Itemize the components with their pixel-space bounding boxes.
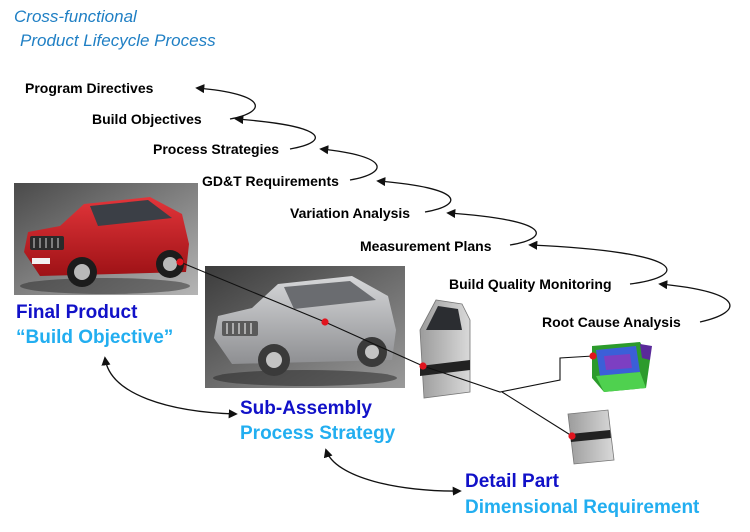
arrow-final-to-subassembly <box>101 356 238 419</box>
step-build-objectives: Build Objectives <box>92 111 202 127</box>
arrow-rootcause-to-monitoring <box>658 280 731 323</box>
scan-part-image <box>592 342 652 392</box>
final-product-image <box>14 183 198 295</box>
title-line-2: Product Lifecycle Process <box>20 31 216 50</box>
link-dots <box>176 258 597 440</box>
detail-part-name: Detail Part <box>465 471 559 492</box>
step-root-cause-analysis: Root Cause Analysis <box>542 314 681 330</box>
step-measurement-plans: Measurement Plans <box>360 238 492 254</box>
sub-assembly-image <box>205 266 405 388</box>
cascade-arrows <box>195 84 731 323</box>
final-product-role: “Build Objective” <box>16 327 174 348</box>
step-variation-analysis: Variation Analysis <box>290 205 411 221</box>
arrow-build-to-program <box>195 84 256 120</box>
step-program-directives: Program Directives <box>25 80 154 96</box>
sub-assembly-role: Process Strategy <box>240 423 396 444</box>
step-build-quality-monitoring: Build Quality Monitoring <box>449 276 612 292</box>
detail-part-image <box>567 409 615 465</box>
arrow-process-to-build <box>234 115 316 150</box>
arrow-monitoring-to-measurement <box>528 240 668 285</box>
sub-assembly-name: Sub-Assembly <box>240 398 372 419</box>
title-line-1: Cross-functional <box>14 7 137 26</box>
arrow-gdt-to-process <box>319 145 378 181</box>
arrow-subassembly-to-detail <box>323 448 462 496</box>
arrow-measurement-to-variation <box>446 208 537 246</box>
arrow-variation-to-gdt <box>376 177 452 213</box>
step-gdt-requirements: GD&T Requirements <box>202 173 339 189</box>
door-panel-image <box>419 299 471 399</box>
final-product-name: Final Product <box>16 302 138 323</box>
step-process-strategies: Process Strategies <box>153 141 280 157</box>
detail-part-role: Dimensional Requirement <box>465 497 700 518</box>
